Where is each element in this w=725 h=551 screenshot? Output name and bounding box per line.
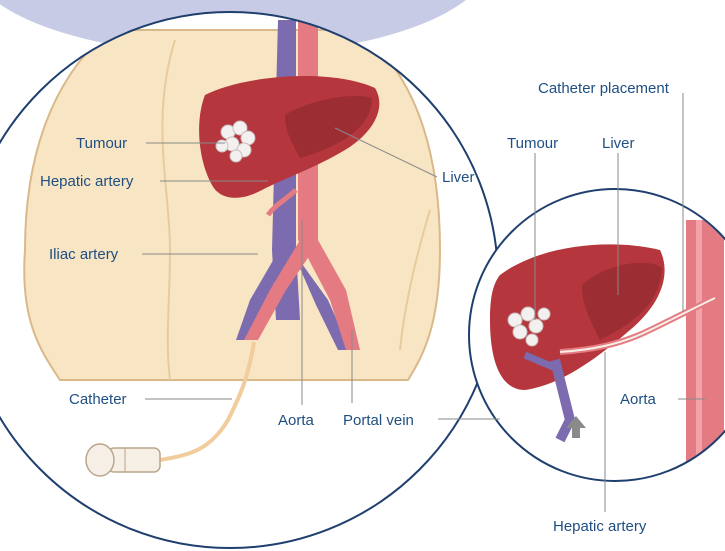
inset-label-tumour: Tumour xyxy=(507,135,558,152)
label-catheter-placement: Catheter placement xyxy=(538,80,670,97)
inset-illustration xyxy=(460,180,725,500)
label-liver: Liver xyxy=(442,169,475,186)
inset-label-hepatic-artery: Hepatic artery xyxy=(553,518,647,535)
label-iliac-artery: Iliac artery xyxy=(49,246,119,263)
main-illustration xyxy=(0,0,550,551)
label-catheter: Catheter xyxy=(69,391,127,408)
inset-label-aorta: Aorta xyxy=(620,391,657,408)
inset-aorta-vessel xyxy=(686,220,724,480)
label-portal-vein: Portal vein xyxy=(343,412,414,429)
label-tumour: Tumour xyxy=(76,135,127,152)
torso-body xyxy=(24,30,440,380)
label-aorta: Aorta xyxy=(278,412,315,429)
inset-label-liver: Liver xyxy=(602,135,635,152)
catheter-port xyxy=(86,444,160,476)
label-hepatic-artery: Hepatic artery xyxy=(40,173,134,190)
